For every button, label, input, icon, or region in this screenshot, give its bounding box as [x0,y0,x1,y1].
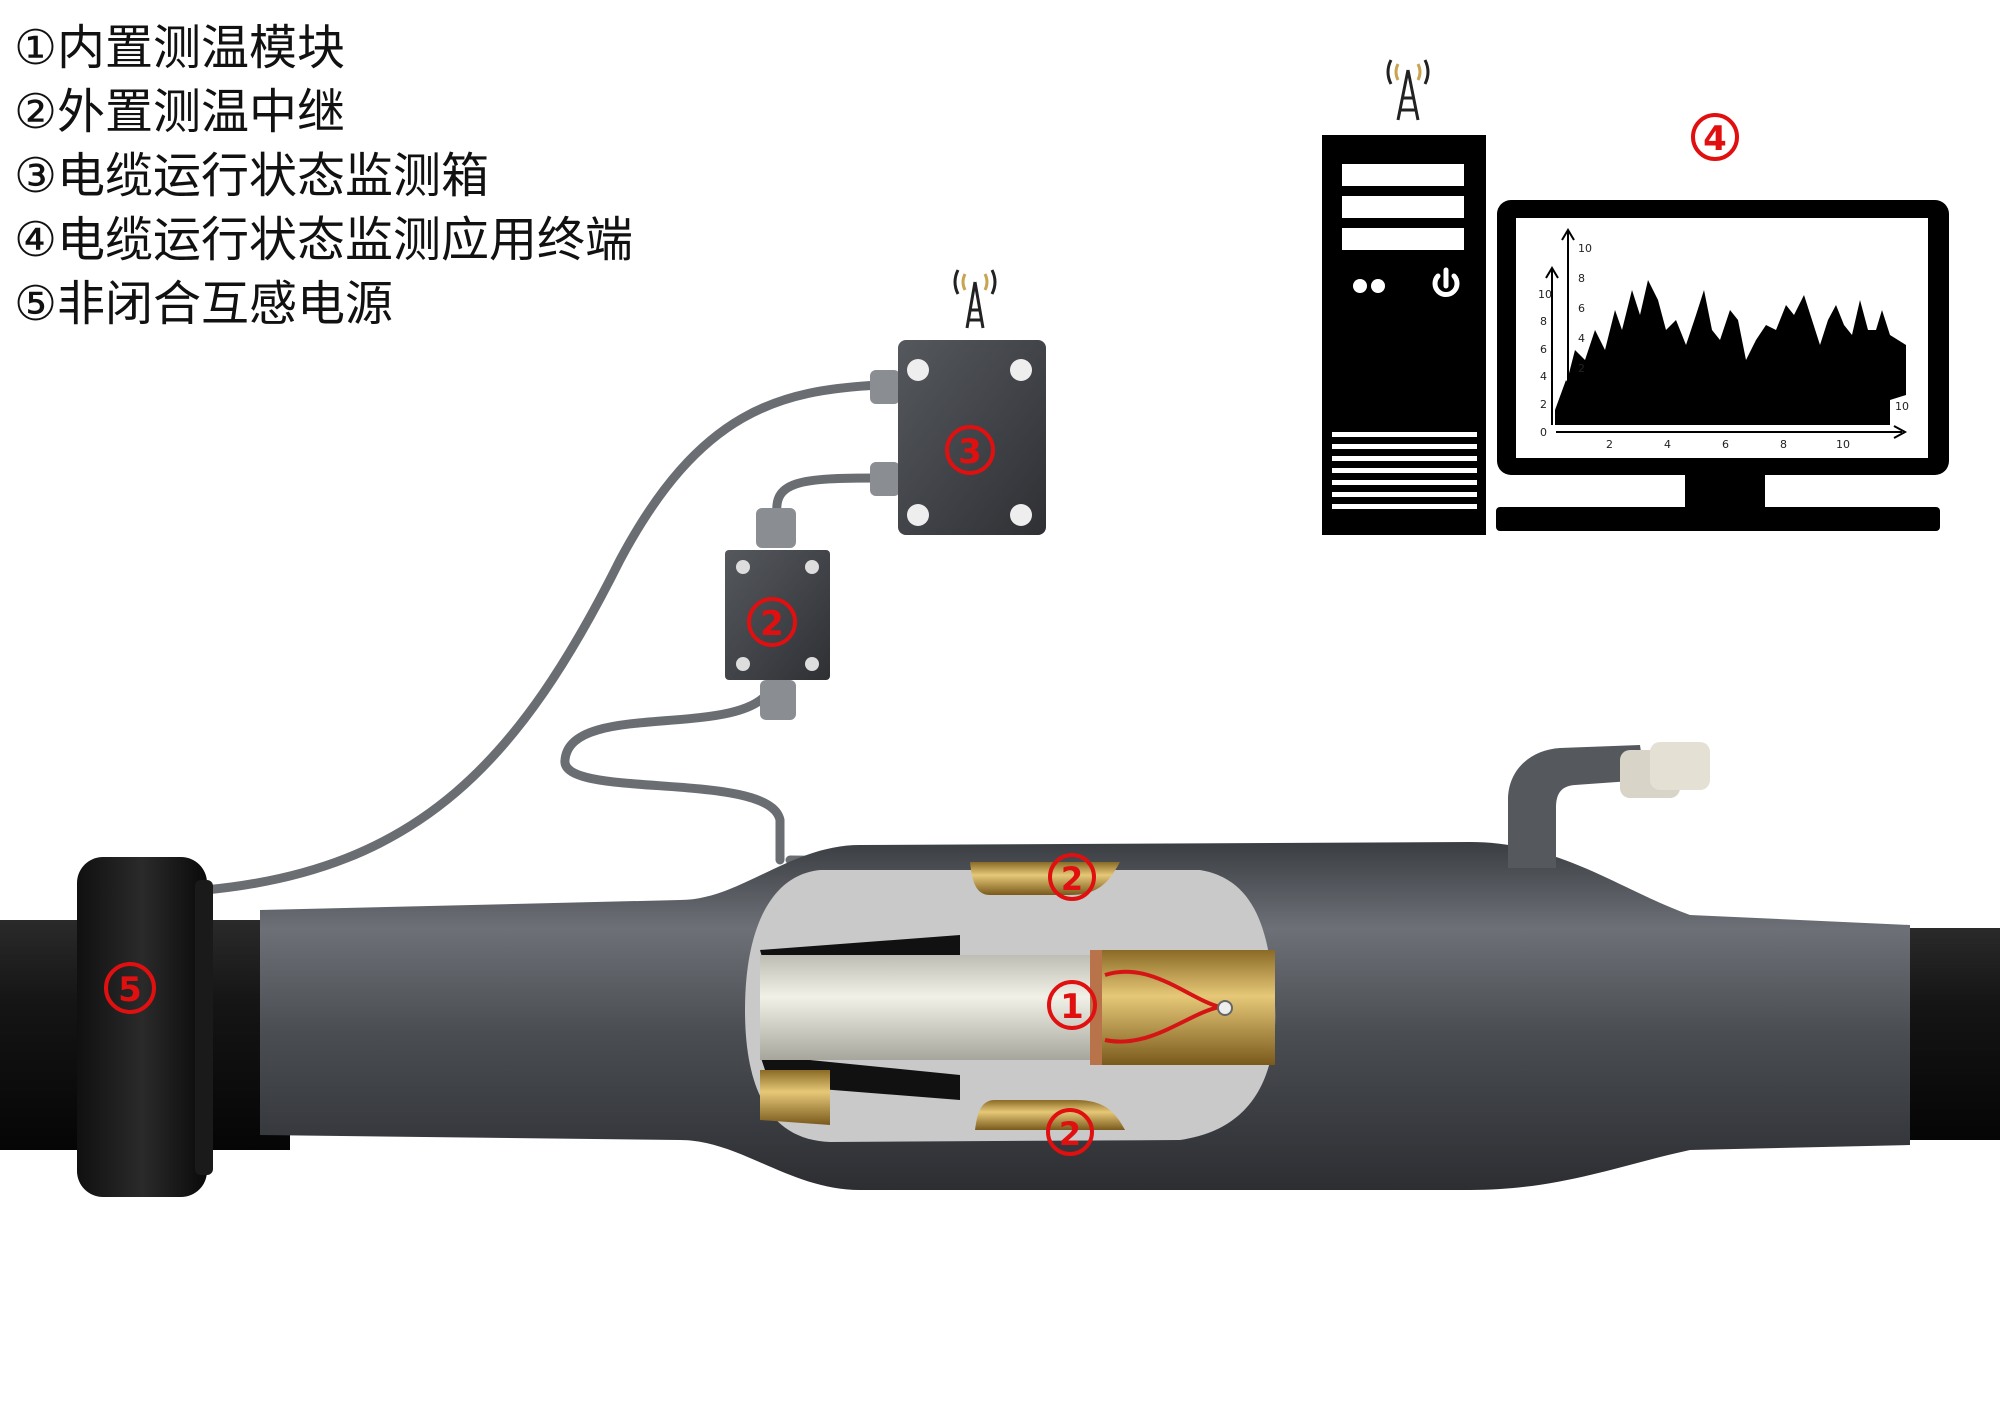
antenna-icon [1386,59,1430,121]
callout-3: 3 [945,425,995,475]
svg-text:2: 2 [1061,860,1083,898]
monitor-chart: 10 8 6 4 2 10 8 6 4 2 0 2 4 6 8 10 10 [1538,228,1909,451]
y-tick-back-1: 8 [1578,272,1585,285]
callout-5: 5 [104,962,156,1014]
callout-4: 4 [1691,113,1739,161]
callouts: 4 3 2 2 1 2 5 [104,113,1739,1156]
y-tick-front-0: 10 [1538,288,1552,301]
relay-clamp-bottom [975,1100,1125,1130]
legend-item-4: ④电缆运行状态监测应用终端 [14,212,634,268]
power-icon [1432,267,1460,297]
y-tick-back-3: 4 [1578,332,1585,345]
antenna-icon [953,269,997,329]
ct-power-supply [77,857,213,1197]
callout-2-top: 2 [1048,853,1096,901]
cable-joint [260,742,1910,1190]
legend: ①内置测温模块 ②外置测温中继 ③电缆运行状态监测箱 ④电缆运行状态监测应用终端… [14,16,633,336]
y-tick-back-2: 6 [1578,302,1585,315]
callout-2-relay: 2 [747,597,797,647]
connector-brass [1090,950,1275,1065]
x-tick-2: 6 [1722,438,1729,451]
wire-ct-to-box3 [200,380,885,895]
svg-text:5: 5 [118,970,142,1010]
y-tick-front-4: 2 [1540,398,1547,411]
svg-text:2: 2 [1059,1115,1081,1153]
y-tick-back-4: 2 [1578,362,1585,375]
svg-text:4: 4 [1703,119,1727,159]
svg-text:2: 2 [760,604,784,644]
callout-2-bottom: 2 [1046,1108,1094,1156]
application-terminal: 10 8 6 4 2 10 8 6 4 2 0 2 4 6 8 10 10 [1322,59,1949,535]
relay-clamp-top [970,862,1120,895]
svg-text:3: 3 [958,432,982,472]
legend-item-1: ①内置测温模块 [14,20,346,76]
wire-relay-to-box3 [772,473,885,525]
temperature-relay [725,508,830,720]
relay-box [725,550,830,680]
legend-item-5: ⑤非闭合互感电源 [14,276,394,332]
legend-item-3: ③电缆运行状态监测箱 [14,148,490,204]
monitor-icon: 10 8 6 4 2 10 8 6 4 2 0 2 4 6 8 10 10 [1496,200,1949,531]
box-body [898,340,1046,535]
legend-item-2: ②外置测温中继 [14,84,346,140]
y-tick-front-2: 6 [1540,343,1547,356]
callout-1: 1 [1047,980,1097,1030]
insulation [760,955,1100,1060]
monitoring-box [870,269,1046,535]
x-tick-4: 10 [1836,438,1850,451]
y-tick-front-1: 8 [1540,315,1547,328]
x-tick-0: 2 [1606,438,1613,451]
x-tick-1: 4 [1664,438,1671,451]
y-tick-front-5: 0 [1540,426,1547,439]
wire-relay-to-joint [560,685,785,865]
computer-tower-icon [1322,135,1486,535]
x-tick-3: 8 [1780,438,1787,451]
svg-text:1: 1 [1060,987,1084,1027]
y-tick-back-0: 10 [1578,242,1592,255]
x-tick-back: 10 [1895,400,1909,413]
cable-right [1900,928,2000,1140]
y-tick-front-3: 4 [1540,370,1547,383]
